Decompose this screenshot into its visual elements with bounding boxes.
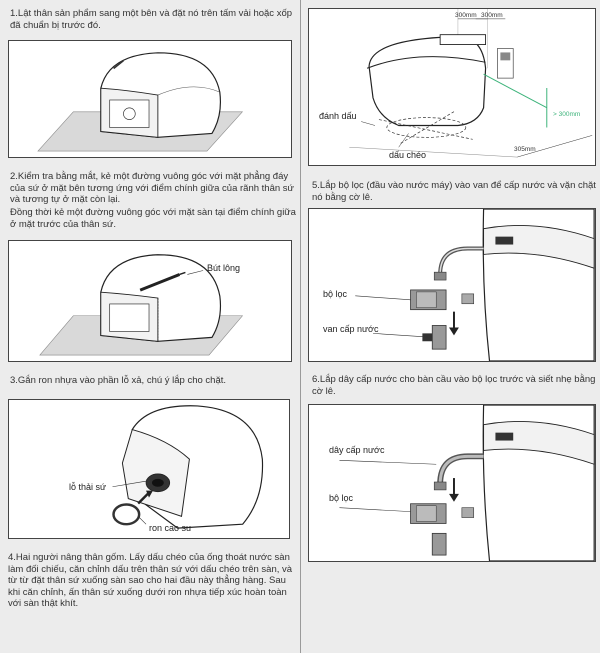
step-6-text: 6.Lắp dây cấp nước cho bàn cầu vào bộ lọ… [312,374,596,397]
toilet-on-side-drawing [37,52,244,152]
dim-300mm-b: 300mm [481,12,503,19]
installed-toilet-drawing [349,9,593,158]
step-6-illustration: dây cấp nước bộ lọc [308,404,596,562]
filter-label-step6: bộ lọc [329,493,354,503]
dim-305mm: 305mm [514,146,536,153]
supply-hose-drawing [339,405,595,561]
marker-line-drawing [39,254,244,356]
step-2-illustration: Bút lông [8,240,292,362]
step-2-text-a: 2.Kiểm tra bằng mắt, kẻ một đường vuông … [10,171,294,205]
step-2-text-b: Đồng thời kẻ một đường vuông góc với mặt… [10,207,296,230]
filter-label-step5: bộ lọc [323,289,348,299]
step-5-illustration: bộ lọc van cấp nước [308,208,596,362]
dim-gt-300mm: > 300mm [553,111,581,118]
marker-label: Bút lông [207,263,241,273]
left-column: 1.Lật thân sản phẩm sang một bên và đặt … [8,8,296,609]
filter-valve-drawing [355,209,595,361]
cross-mark-label: dấu chéo [389,150,427,160]
dim-300mm-a: 300mm [455,12,477,19]
step-1-illustration [8,40,292,158]
supply-valve-label: van cấp nước [323,324,379,334]
step-5-text: 5.Lắp bộ lọc (đầu vào nước máy) vào van … [312,180,596,203]
mark-label: đánh dấu [319,111,357,121]
rubber-ring-label: ron cao su [149,523,192,533]
step-3-illustration: lỗ thải sứ ron cao su [8,399,290,539]
step-3-text: 3.Gắn ron nhựa vào phần lỗ xả, chú ý lắp… [10,375,227,386]
column-divider [300,0,301,653]
step-4-text: 4.Hai người nâng thân gốm. Lấy dấu chéo … [8,552,293,609]
right-column: 300mm 300mm > 300mm 305mm đánh dấu dấu c… [303,0,600,653]
supply-hose-label: dây cấp nước [329,445,385,455]
rubber-ring-drawing [112,405,264,529]
drain-hole-label: lỗ thải sứ [69,482,107,492]
step-1-text: 1.Lật thân sản phẩm sang một bên và đặt … [10,8,293,31]
floor-alignment-illustration: 300mm 300mm > 300mm 305mm đánh dấu dấu c… [308,8,596,166]
